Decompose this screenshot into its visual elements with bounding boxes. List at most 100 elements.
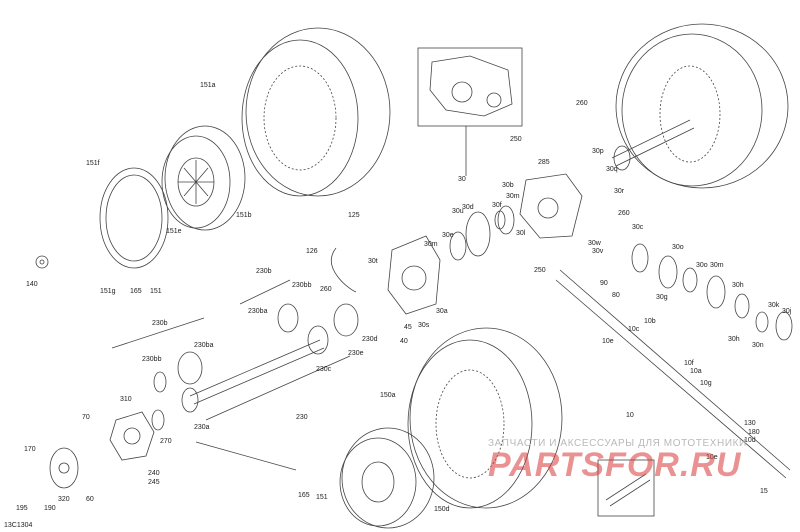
gearbox-inset xyxy=(417,47,523,127)
callout-230ba1: 230ba xyxy=(248,308,268,315)
callout-270: 270 xyxy=(160,438,172,445)
callout-30u: 30u xyxy=(452,208,464,215)
callout-151: 151 xyxy=(150,288,162,295)
callout-30m1: 30m xyxy=(506,193,520,200)
callout-240: 240 xyxy=(148,470,160,477)
tire-bottom xyxy=(407,327,563,509)
callout-230bb1: 230bb xyxy=(292,282,312,289)
gear-stack-right xyxy=(631,243,793,341)
diagram-code: 13C1304 xyxy=(4,522,33,529)
callout-30t: 30t xyxy=(368,258,378,265)
watermark-text: ЗАПЧАСТИ И АКСЕССУАРЫ ДЛЯ МОТОТЕХНИКИ xyxy=(488,438,747,449)
callout-30v: 30v xyxy=(592,248,604,255)
callout-165b: 165 xyxy=(298,492,310,499)
tire-top-left xyxy=(241,27,391,197)
callout-30q: 30q xyxy=(606,166,618,173)
callout-10c: 10c xyxy=(628,326,640,333)
callout-150a: 150a xyxy=(380,392,396,399)
callout-126: 126 xyxy=(306,248,318,255)
callout-30f: 30f xyxy=(492,202,502,209)
callout-230ba2: 230ba xyxy=(194,342,214,349)
callout-130: 130 xyxy=(744,420,756,427)
callout-30s: 30s xyxy=(418,322,430,329)
callout-151b: 151b xyxy=(236,212,252,219)
callout-151a: 151a xyxy=(200,82,216,89)
callout-250a: 250 xyxy=(510,136,522,143)
callout-30j: 30j xyxy=(782,308,792,315)
callout-260c: 260 xyxy=(618,210,630,217)
callout-15: 15 xyxy=(760,488,768,495)
callout-151f: 151f xyxy=(86,160,100,167)
callout-30l: 30l xyxy=(516,230,526,237)
callout-190: 190 xyxy=(44,505,56,512)
callout-30m2: 30m xyxy=(424,241,438,248)
callout-260b: 260 xyxy=(576,100,588,107)
callout-30a: 30a xyxy=(436,308,448,315)
callout-60: 60 xyxy=(86,496,94,503)
callout-30m3: 30m xyxy=(710,262,724,269)
callout-30h2: 30h xyxy=(728,336,740,343)
callout-10f: 10f xyxy=(684,360,694,367)
callout-195: 195 xyxy=(16,505,28,512)
callout-230: 230 xyxy=(296,414,308,421)
hub-cap-left xyxy=(35,255,49,269)
callout-70: 70 xyxy=(82,414,90,421)
beadlock-ring xyxy=(99,167,169,269)
callout-30c: 30c xyxy=(632,224,644,231)
callout-230bb2: 230bb xyxy=(142,356,162,363)
callout-230d: 230d xyxy=(362,336,378,343)
callout-150d: 150d xyxy=(434,506,450,513)
wheel-rim-top-left xyxy=(161,125,246,231)
callout-10g: 10g xyxy=(700,380,712,387)
callout-170: 170 xyxy=(24,446,36,453)
callout-245: 245 xyxy=(148,479,160,486)
callout-30e: 30e xyxy=(442,232,454,239)
callout-30r: 30r xyxy=(614,188,625,195)
callout-230a: 230a xyxy=(194,424,210,431)
callout-230e: 230e xyxy=(348,350,364,357)
callout-285: 285 xyxy=(538,159,550,166)
callout-40: 40 xyxy=(400,338,408,345)
axle-shaft-right xyxy=(611,119,695,171)
callout-30: 30 xyxy=(458,176,466,183)
callout-230c: 230c xyxy=(316,366,332,373)
callout-10d: 10d xyxy=(744,437,756,444)
callout-10: 10 xyxy=(626,412,634,419)
callout-80: 80 xyxy=(612,292,620,299)
callout-151e: 151e xyxy=(166,228,182,235)
callout-10a: 10a xyxy=(690,368,702,375)
callout-30o2: 30o xyxy=(696,262,708,269)
callout-90: 90 xyxy=(600,280,608,287)
leader-brackets xyxy=(111,279,351,471)
callout-140: 140 xyxy=(26,281,38,288)
callout-30g: 30g xyxy=(656,294,668,301)
callout-30d: 30d xyxy=(462,204,474,211)
drive-shaft-left xyxy=(153,303,359,413)
wheel-rim-bottom xyxy=(339,427,435,529)
callout-310: 310 xyxy=(120,396,132,403)
callout-125: 125 xyxy=(348,212,360,219)
callout-30h1: 30h xyxy=(732,282,744,289)
callout-151g: 151g xyxy=(100,288,116,295)
callout-320: 320 xyxy=(58,496,70,503)
callout-260a: 260 xyxy=(320,286,332,293)
callout-165a: 165 xyxy=(130,288,142,295)
callout-151b2: 151 xyxy=(316,494,328,501)
callout-30k: 30k xyxy=(768,302,780,309)
callout-10e2: 10e xyxy=(706,454,718,461)
callout-230b2: 230b xyxy=(152,320,168,327)
callout-180: 180 xyxy=(748,429,760,436)
prop-shaft-right xyxy=(555,269,791,517)
callout-250b: 250 xyxy=(534,267,546,274)
sensor-cable xyxy=(330,247,357,293)
gear-stack-center xyxy=(449,205,515,261)
callout-30b: 30b xyxy=(502,182,514,189)
callout-45: 45 xyxy=(404,324,412,331)
watermark-logo: PARTSFOR.RU xyxy=(488,446,742,484)
callout-30w: 30w xyxy=(588,240,601,247)
callout-230b: 230b xyxy=(256,268,272,275)
callout-30p: 30p xyxy=(592,148,604,155)
callout-10e1: 10e xyxy=(602,338,614,345)
callout-30o1: 30o xyxy=(672,244,684,251)
